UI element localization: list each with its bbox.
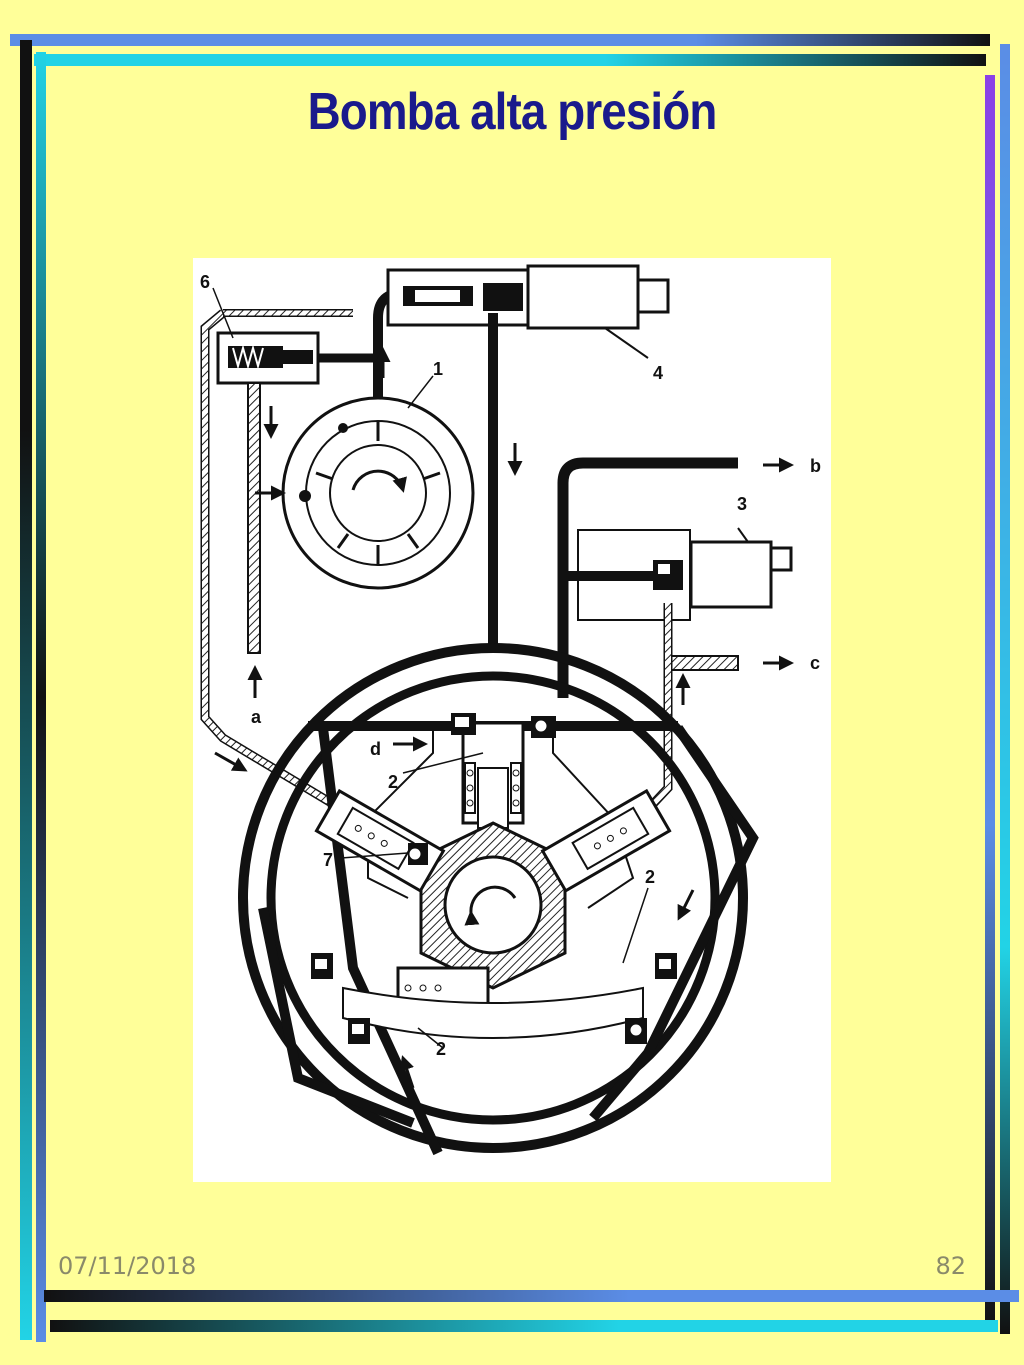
pump-diagram: 6 1 4 b 3 c a d 2 7 2 2 — [193, 258, 831, 1182]
label-4: 4 — [653, 363, 663, 383]
label-a: a — [251, 707, 262, 727]
metering-unit-4 — [386, 264, 670, 359]
footer-date: 07/11/2018 — [58, 1252, 197, 1280]
outlet-c — [667, 655, 739, 671]
frame-right-outer — [985, 75, 995, 1325]
outlet-pipe-b — [557, 457, 738, 698]
inlet-tube-a — [247, 382, 261, 654]
label-d: d — [370, 739, 381, 759]
label-2-upper: 2 — [388, 772, 398, 792]
pump-body — [311, 713, 677, 1044]
frame-top-inner — [34, 54, 986, 66]
pressure-valve-6 — [216, 331, 320, 385]
feed-pump-1 — [281, 396, 475, 590]
frame-left-inner — [36, 52, 46, 1342]
label-6: 6 — [200, 272, 210, 292]
frame-top-outer — [10, 34, 990, 46]
frame-bottom-outer — [44, 1290, 1019, 1302]
housing-inner-ring — [266, 671, 720, 1125]
slide-title: Bomba alta presión — [307, 83, 718, 141]
frame-left-outer — [20, 40, 32, 1340]
frame-bottom-inner — [50, 1320, 998, 1332]
label-2-lower: 2 — [436, 1039, 446, 1059]
label-3: 3 — [737, 494, 747, 514]
housing-outer-ring — [238, 643, 748, 1153]
label-1: 1 — [433, 359, 443, 379]
label-c: c — [810, 653, 820, 673]
label-b: b — [810, 456, 821, 476]
flow-arrows — [214, 347, 794, 1089]
footer-page-number: 82 — [935, 1252, 966, 1280]
frame-right-inner — [1000, 44, 1010, 1334]
label-7: 7 — [323, 850, 333, 870]
label-2-right: 2 — [645, 867, 655, 887]
